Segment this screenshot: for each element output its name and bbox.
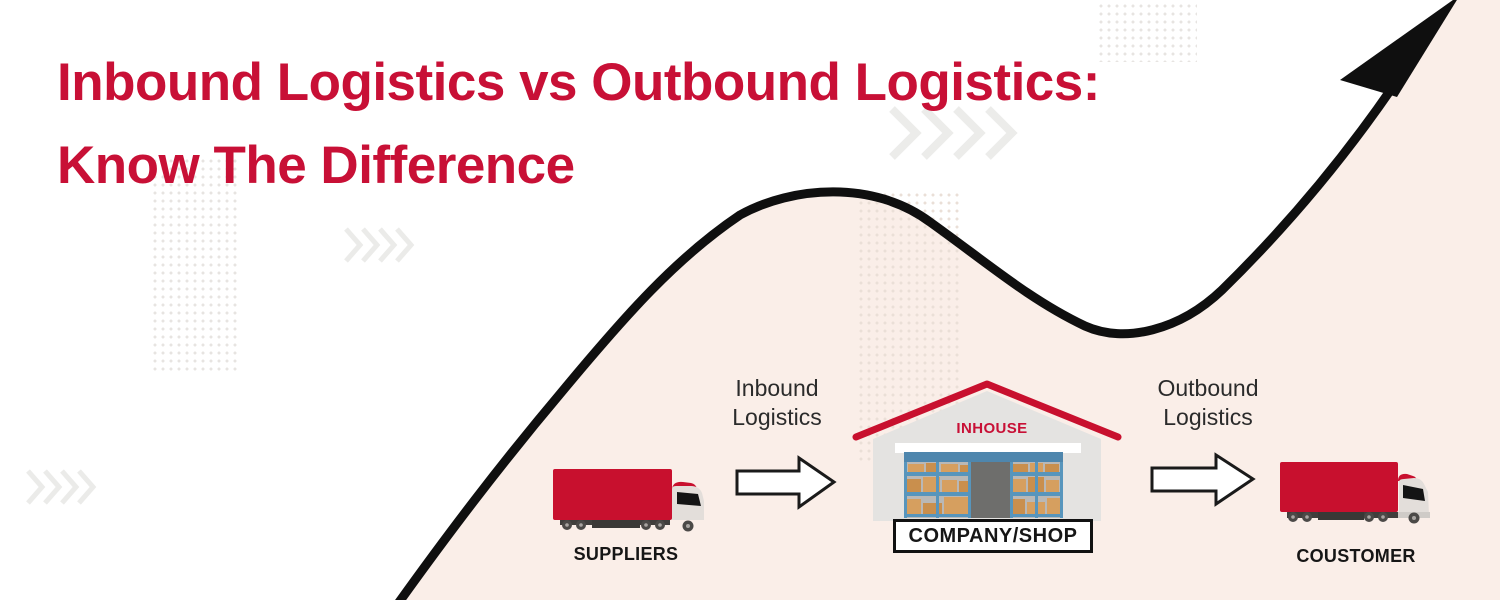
inbound-logistics-label: Inbound Logistics: [687, 374, 867, 432]
outbound-label-line2: Logistics: [1163, 404, 1253, 430]
growth-arrowhead-icon: [1340, 0, 1457, 97]
warehouse-icon: [852, 380, 1122, 521]
inbound-label-line2: Logistics: [732, 404, 822, 430]
right-shelf: [1010, 462, 1063, 518]
chevrons-icon: [26, 469, 97, 505]
page-title-line2: Know The Difference: [57, 136, 575, 195]
supplier-truck-icon: [553, 469, 704, 532]
outbound-arrow-icon: [1150, 452, 1256, 507]
outbound-logistics-label: Outbound Logistics: [1118, 374, 1298, 432]
inbound-label-line1: Inbound: [735, 375, 819, 401]
outbound-label-line1: Outbound: [1157, 375, 1259, 401]
page-title-line1: Inbound Logistics vs Outbound Logistics:: [57, 53, 1100, 112]
dot-grid-decoration: [1097, 2, 1197, 62]
dot-grid-decoration: [151, 157, 239, 371]
left-shelf: [904, 462, 971, 518]
customer-caption: COUSTOMER: [1296, 546, 1416, 566]
warehouse-inhouse-label: INHOUSE: [956, 420, 1028, 437]
inbound-arrow-icon: [735, 455, 837, 510]
chevrons-icon: [889, 106, 1018, 160]
suppliers-caption: SUPPLIERS: [573, 544, 679, 564]
chevrons-icon: [344, 227, 415, 263]
growth-curve-line: [395, 83, 1397, 600]
customer-truck-icon: [1280, 462, 1430, 524]
company-shop-sign: COMPANY/SHOP: [893, 519, 1093, 553]
